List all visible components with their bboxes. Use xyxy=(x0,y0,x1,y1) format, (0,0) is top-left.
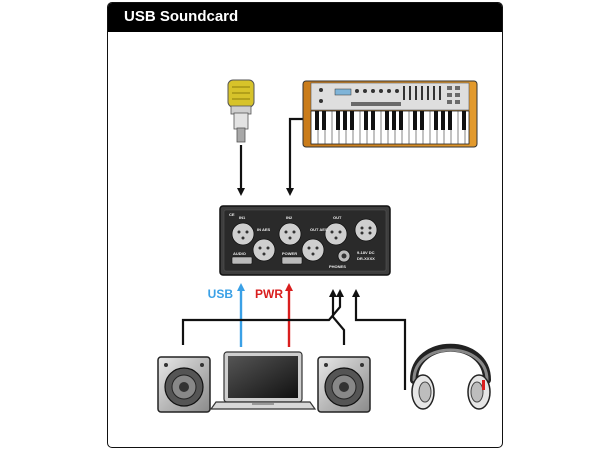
speaker-left-cable xyxy=(181,289,344,345)
page-title: USB Soundcard xyxy=(124,8,239,25)
label-power: POWER xyxy=(282,251,297,256)
speaker-left-icon xyxy=(157,356,211,413)
label-dc-model: DR-XXXX xyxy=(357,256,375,261)
speaker-right-icon xyxy=(317,356,371,413)
label-in2: IN2 xyxy=(286,215,293,220)
laptop-icon xyxy=(209,351,317,410)
headphones-icon xyxy=(410,343,491,410)
label-in-aes: IN AES xyxy=(257,227,271,232)
connection-diagram: USB PWR xyxy=(157,79,491,413)
label-dc-in: 9-18V DC xyxy=(357,250,375,255)
soundcard-interface-icon: CE IN1 IN2 IN AES OUT OUT AES AUDIO POWE… xyxy=(219,205,391,276)
label-out-aes: OUT AES xyxy=(310,227,328,232)
midi-keyboard-icon xyxy=(302,80,478,148)
speaker-right-cable xyxy=(331,304,346,345)
title-bar: USB Soundcard xyxy=(108,3,502,32)
headphones-cable xyxy=(352,289,407,390)
label-in1: IN1 xyxy=(239,215,246,220)
label-phones: PHONES xyxy=(329,264,346,269)
ce-mark: CE xyxy=(229,212,235,217)
pwr-label: PWR xyxy=(255,287,283,301)
label-out: OUT xyxy=(333,215,342,220)
keyboard-cable xyxy=(286,117,303,196)
microphone-icon xyxy=(227,79,255,143)
label-audio: AUDIO xyxy=(233,251,246,256)
usb-label: USB xyxy=(208,287,234,301)
